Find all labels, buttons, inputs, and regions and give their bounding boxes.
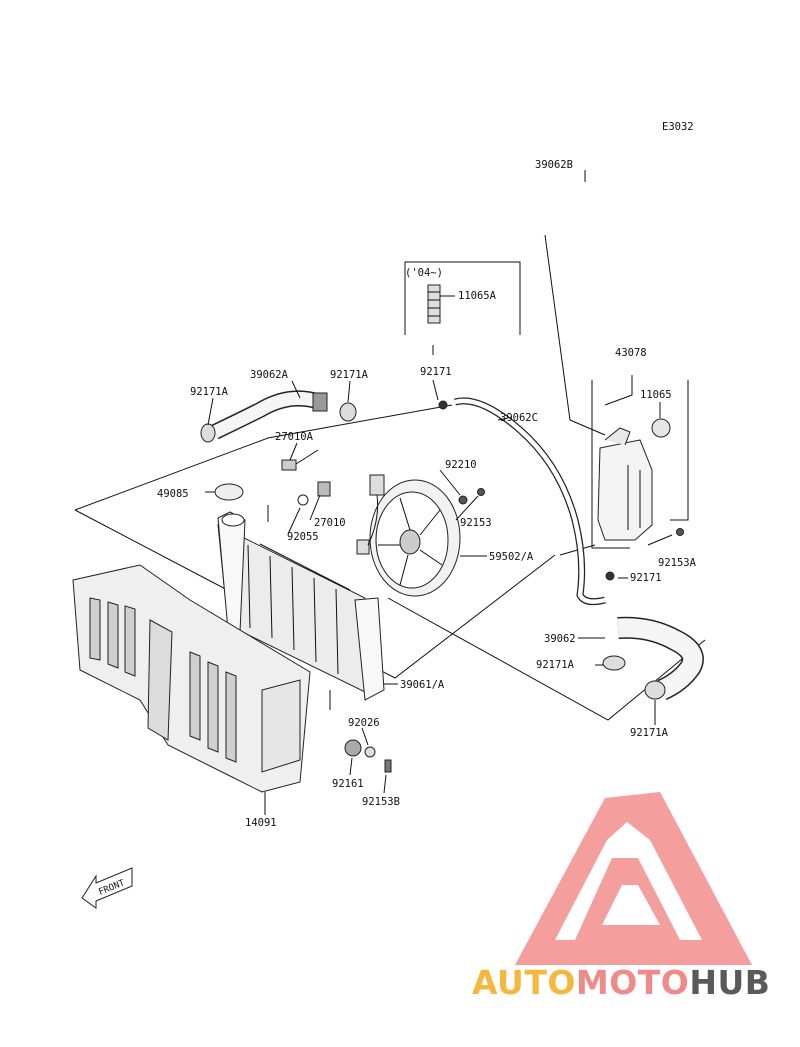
label-49085: 49085 (157, 488, 189, 500)
label-92161: 92161 (332, 778, 364, 790)
label-92026: 92026 (348, 717, 380, 729)
grommet-92161 (344, 739, 362, 757)
collar-92026 (364, 746, 376, 758)
label-92171a-r1: 92171A (536, 659, 575, 671)
label-92210: 92210 (445, 459, 477, 471)
label-92153: 92153 (460, 517, 492, 529)
watermark-hub: HUB (689, 963, 770, 1002)
hose-39062 (617, 616, 704, 701)
clamp-92171-top (438, 400, 448, 410)
part-labels: 39062B ('04~) 11065A 43078 92171 39062A … (157, 159, 697, 829)
bolt-92153a (676, 528, 684, 536)
label-14091: 14091 (245, 817, 277, 829)
clamp-92171a-left (200, 423, 216, 443)
label-39062b: 39062B (535, 159, 573, 171)
fan-assembly (356, 474, 461, 597)
tank-cap (651, 418, 671, 438)
label-92171-right: 92171 (630, 572, 662, 584)
label-11065: 11065 (640, 389, 672, 401)
diagram-code: E3032 (662, 121, 694, 133)
bolt-92153b (384, 759, 392, 773)
label-92153b: 92153B (362, 796, 400, 808)
label-39062: 39062 (544, 633, 576, 645)
reserve-tank (597, 427, 653, 541)
label-39062a: 39062A (250, 369, 289, 381)
label-92171a-left: 92171A (190, 386, 229, 398)
hose-39062a (211, 390, 328, 440)
label-27010: 27010 (314, 517, 346, 529)
leader-lines (205, 170, 673, 815)
bolt-92210 (458, 495, 468, 505)
label-year-note: ('04~) (405, 267, 443, 279)
fan-switch-27010a (281, 449, 319, 471)
label-92171-top: 92171 (420, 366, 452, 378)
bolt-92153 (477, 488, 485, 496)
radiator-shroud (72, 564, 311, 793)
label-92153a: 92153A (658, 557, 697, 569)
thermo-27010 (317, 481, 331, 497)
breather-11065a (427, 284, 441, 324)
label-92171a-r2: 92171A (630, 727, 669, 739)
hose-39062c (454, 398, 606, 604)
label-43078: 43078 (615, 347, 647, 359)
clamp-92171-right (605, 571, 615, 581)
hose-39062b (524, 196, 626, 300)
label-92055: 92055 (287, 531, 319, 543)
label-39062c: 39062C (500, 412, 538, 424)
automotohub-logo (515, 792, 752, 965)
label-59502a: 59502/A (489, 551, 534, 563)
label-39061a: 39061/A (400, 679, 445, 691)
label-27010a: 27010A (275, 431, 314, 443)
label-92171a-mid: 92171A (330, 369, 369, 381)
clamp-92171a-r1 (602, 655, 626, 671)
watermark-moto: MOTO (576, 963, 689, 1002)
clamp-92171a-r2 (644, 680, 666, 700)
front-direction-arrow: FRONT (81, 867, 133, 909)
label-11065a: 11065A (458, 290, 497, 302)
radiator (217, 511, 385, 701)
watermark-text: AUTOMOTOHUB (472, 963, 770, 1002)
clamp-92171a-mid (339, 402, 357, 422)
radiator-cap (214, 483, 244, 501)
o-ring-92055 (297, 494, 309, 506)
watermark-auto: AUTO (472, 963, 576, 1002)
assembly-outline (74, 261, 706, 721)
